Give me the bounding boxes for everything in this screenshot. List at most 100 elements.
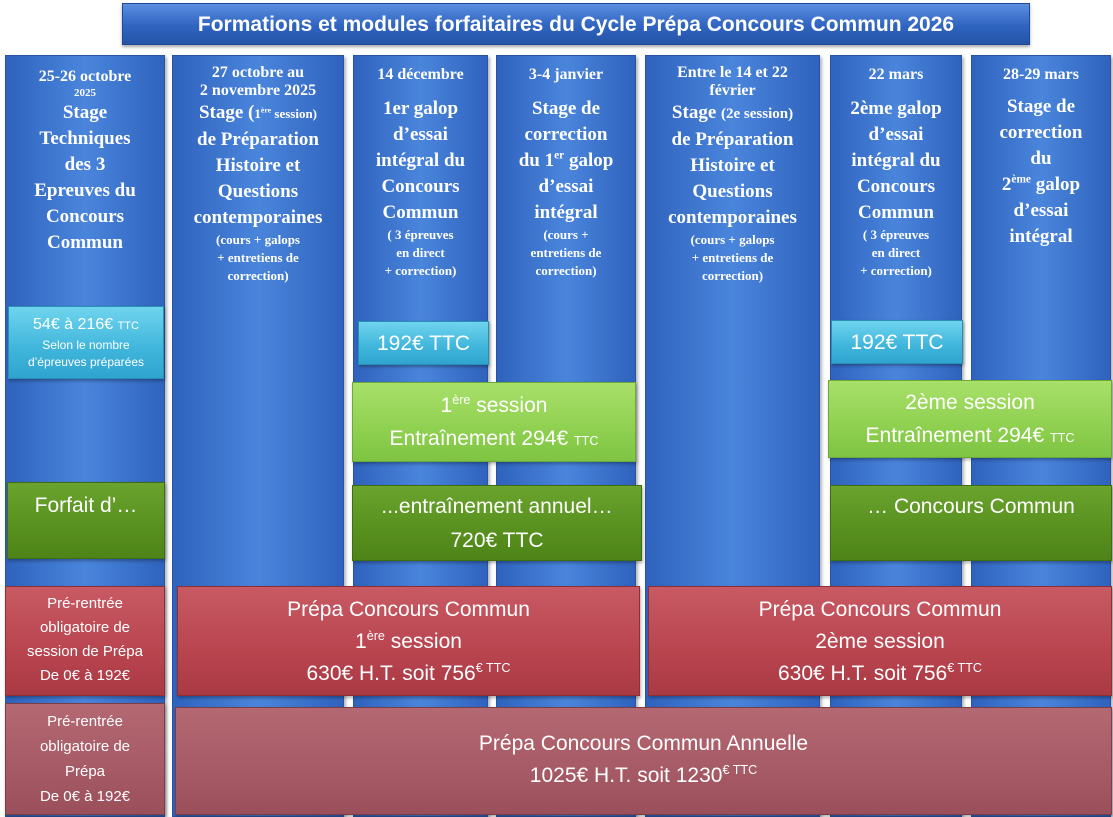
column-title-line: Epreuves du xyxy=(34,180,136,201)
column-title-line: des 3 xyxy=(64,154,106,175)
column-title-line: Stage de xyxy=(531,98,601,119)
column-title-line: Questions xyxy=(692,181,773,202)
training-session1-label: 1ère session xyxy=(440,393,548,417)
column-sub-line: (cours + xyxy=(543,227,589,242)
prerentree-line: obligatoire de xyxy=(39,738,131,755)
column-title-line: de Préparation xyxy=(197,129,319,150)
prepa-session1: Prépa Concours Commun 1ère session 630€ … xyxy=(177,586,640,696)
column-date: 22 mars xyxy=(868,66,924,83)
column-title-line: de Préparation xyxy=(671,129,794,150)
column-title-line: 2ème galop xyxy=(1001,173,1081,195)
column-sub-line: (cours + galops xyxy=(690,232,775,247)
column-sub-line: correction) xyxy=(701,268,764,283)
column-title-line: Stage (2e session) xyxy=(671,102,794,123)
column-title-line: Techniques xyxy=(39,128,131,149)
prepa-session1-title: Prépa Concours Commun xyxy=(287,598,530,621)
column-title-line: correction xyxy=(524,124,608,145)
column-title-line: d’essai xyxy=(1013,200,1069,221)
prepa-annual-title: Prépa Concours Commun Annuelle xyxy=(478,732,809,755)
column-sub-line: en direct xyxy=(396,245,445,260)
column-title-line: Histoire et xyxy=(690,155,775,176)
column-sub-line: + entretiens de xyxy=(217,250,299,265)
training-session2: 2ème session Entraînement 294€ TTC xyxy=(828,380,1112,458)
prepa-session2-session: 2ème session xyxy=(815,630,945,653)
column-date: Entre le 14 et 22 xyxy=(677,64,788,81)
column-title-line: d’essai xyxy=(393,124,448,145)
column-sub-line: ( 3 épreuves xyxy=(862,227,930,242)
column-sub-line: entretiens de xyxy=(530,245,602,260)
column-date: 28-29 mars xyxy=(1003,66,1079,83)
column-date-2: février xyxy=(709,82,756,99)
column-sub-line: (cours + galops xyxy=(216,232,300,247)
column-title-line: contemporaines xyxy=(193,207,323,228)
prepa-session2: Prépa Concours Commun 2ème session 630€ … xyxy=(648,586,1112,696)
column-title-line: 2ème galop xyxy=(850,98,942,119)
prerentree-line: obligatoire de xyxy=(39,619,131,636)
column-stage-session2: Entre le 14 et 22 février Stage (2e sess… xyxy=(645,55,820,817)
column-title-line: Concours xyxy=(381,176,460,197)
column-title-line: Commun xyxy=(46,232,123,253)
column-title-line: Histoire et xyxy=(215,155,301,176)
forfait-middle-label: ...entraînement annuel… xyxy=(381,495,613,518)
column-title-line: intégral xyxy=(534,202,598,223)
prerentree-line: Pré-rentrée xyxy=(47,713,123,730)
prerentree-annual: Pré-rentrée obligatoire de Prépa De 0€ à… xyxy=(5,703,165,815)
column-title-line: Concours xyxy=(45,206,125,227)
price-range: 54€ à 216€ TTC xyxy=(33,316,139,333)
column-title-line: intégral xyxy=(1009,226,1073,247)
price-galop2: 192€ TTC xyxy=(831,320,963,364)
prepa-annual-price: 1025€ H.T. soit 1230€ TTC xyxy=(529,763,758,787)
column-title-line: Stage xyxy=(62,102,108,123)
column-sub-line: + correction) xyxy=(860,263,932,278)
training-session1-price: Entraînement 294€ TTC xyxy=(389,427,599,450)
prerentree-line: De 0€ à 192€ xyxy=(39,788,131,805)
column-title-line: du 1er galop xyxy=(518,149,614,171)
column-title-line: Commun xyxy=(857,202,934,223)
price-note: d’épreuves préparées xyxy=(27,355,145,369)
prerentree-session: Pré-rentrée obligatoire de session de Pr… xyxy=(5,586,165,696)
prepa-session2-title: Prépa Concours Commun xyxy=(758,598,1002,621)
page-title: Formations et modules forfaitaires du Cy… xyxy=(122,3,1030,45)
column-title-line: d’essai xyxy=(538,176,594,197)
prepa-annual: Prépa Concours Commun Annuelle 1025€ H.T… xyxy=(175,707,1112,815)
column-date: 3-4 janvier xyxy=(528,66,604,83)
prepa-session2-price: 630€ H.T. soit 756€ TTC xyxy=(777,661,983,685)
training-session2-price: Entraînement 294€ TTC xyxy=(865,424,1075,447)
column-title-line: d’essai xyxy=(868,124,924,145)
column-title-line: Concours xyxy=(856,176,936,197)
prerentree-line: De 0€ à 192€ xyxy=(39,667,131,684)
column-date: 27 octobre au xyxy=(211,64,305,81)
forfait-middle: ...entraînement annuel… 720€ TTC xyxy=(352,485,642,561)
column-title-line: Questions xyxy=(217,181,299,202)
training-session2-label: 2ème session xyxy=(905,391,1035,414)
column-sub-line: + correction) xyxy=(384,263,457,278)
prerentree-line: session de Prépa xyxy=(27,643,143,660)
column-title-line: du xyxy=(1030,148,1052,169)
column-title-line: Stage de xyxy=(1006,96,1076,117)
column-sub-line: correction) xyxy=(535,263,597,278)
column-date: 25-26 octobre xyxy=(38,68,132,85)
column-title-line: intégral du xyxy=(851,150,941,171)
column-title-line: Stage (1ère session) xyxy=(198,102,318,123)
prerentree-line: Pré-rentrée xyxy=(47,595,123,612)
forfait-middle-price: 720€ TTC xyxy=(450,529,544,552)
column-sub-line: correction) xyxy=(227,268,289,283)
column-date: 14 décembre xyxy=(377,66,464,83)
forfait-left: Forfait d’… xyxy=(7,482,165,559)
column-title-line: correction xyxy=(999,122,1083,143)
column-title-line: intégral du xyxy=(375,150,466,171)
column-year: 2025 xyxy=(74,87,96,99)
column-date-2: 2 novembre 2025 xyxy=(199,82,317,99)
column-sub-line: ( 3 épreuves xyxy=(387,227,454,242)
prerentree-line: Prépa xyxy=(64,763,106,780)
prepa-session1-price: 630€ H.T. soit 756€ TTC xyxy=(306,661,511,685)
column-sub-line: en direct xyxy=(871,245,921,260)
column-title-line: 1er galop xyxy=(382,98,459,119)
price-stage-techniques: 54€ à 216€ TTC Selon le nombre d’épreuve… xyxy=(8,306,164,379)
prepa-session1-session: 1ère session xyxy=(355,629,462,653)
column-title-line: contemporaines xyxy=(668,207,797,228)
column-sub-line: + entretiens de xyxy=(691,250,774,265)
price-note: Selon le nombre xyxy=(42,338,130,352)
price-galop1: 192€ TTC xyxy=(358,321,489,365)
column-title-line: Commun xyxy=(382,202,459,223)
